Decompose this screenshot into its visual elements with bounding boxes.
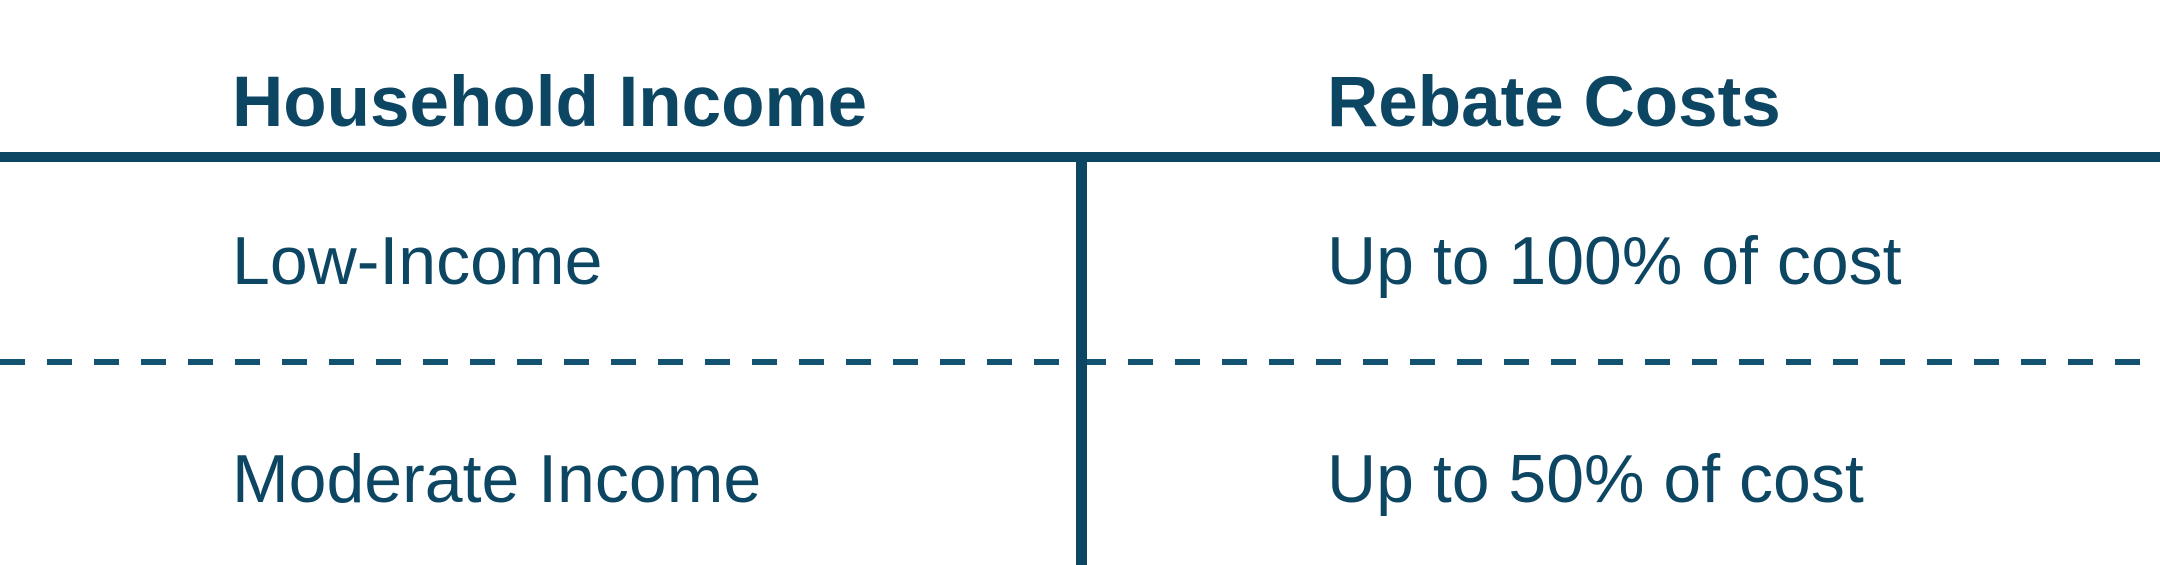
income-value: Moderate Income [232,441,762,517]
header-cell-household-income: Household Income [0,0,1081,152]
header-cell-rebate-costs: Rebate Costs [1081,0,2160,152]
rebate-value: Up to 50% of cost [1327,441,1864,517]
cell-rebate: Up to 50% of cost [1081,365,2160,565]
cell-income: Moderate Income [0,365,1081,565]
table-row: Low-Income Up to 100% of cost [0,162,2160,359]
income-value: Low-Income [232,222,603,299]
column-divider-line [1076,162,1087,565]
cell-rebate: Up to 100% of cost [1081,162,2160,359]
table-row: Moderate Income Up to 50% of cost [0,365,2160,565]
column-header-label: Rebate Costs [1327,63,1781,142]
table-header-row: Household Income Rebate Costs [0,0,2160,152]
rebate-value: Up to 100% of cost [1327,222,1902,299]
cell-income: Low-Income [0,162,1081,359]
header-rule-line [0,152,2160,162]
column-header-label: Household Income [232,63,868,142]
